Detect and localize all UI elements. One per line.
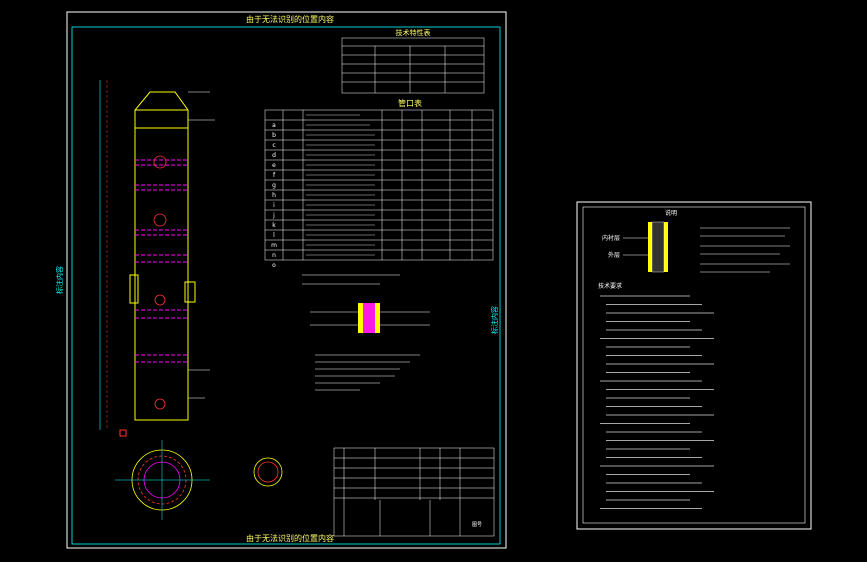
nozzle-row-label: h <box>272 192 276 199</box>
nozzle-row-label: e <box>272 162 276 169</box>
sheet2-header: 说明 <box>665 209 677 217</box>
vessel-sections <box>135 159 188 363</box>
sheet1-inner-frame <box>71 26 501 545</box>
sheet1-outer-frame <box>66 11 507 549</box>
left-vertical-label: 标注内容 <box>55 266 64 294</box>
notes-heading: 技术要求 <box>598 282 622 290</box>
nozzle-table <box>264 109 494 261</box>
nozzle-row-label: f <box>273 172 276 179</box>
title-block <box>333 447 495 537</box>
vessel-body <box>129 91 196 421</box>
nozzle-row-label: l <box>273 232 275 239</box>
sheet1-top-title: 由于无法识别的位置内容 <box>246 14 334 24</box>
nozzle-row-label: c <box>272 142 275 149</box>
right-vertical-label: 标注内容 <box>490 306 499 334</box>
callout-outer: 外层 <box>608 251 620 259</box>
nozzle-row-label: d <box>272 152 276 159</box>
design-table <box>341 37 485 94</box>
nozzle-row-label: g <box>272 182 276 189</box>
nozzle-row-label: i <box>273 202 275 209</box>
nozzle-table-text-strokes <box>306 114 375 256</box>
nozzle-row-label: m <box>271 242 277 249</box>
sheet2-inner-frame <box>582 206 806 524</box>
middle-notes <box>302 274 420 391</box>
design-table-title: 技术特性表 <box>396 28 431 37</box>
nozzle-row-label: n <box>272 252 276 259</box>
plan-view <box>115 440 283 520</box>
nozzle-row-label: a <box>272 122 276 129</box>
nozzle-table-title: 管口表 <box>398 98 422 108</box>
callout-inner: 内衬层 <box>602 234 620 242</box>
title-block-label: 图号 <box>472 522 482 528</box>
sheet2-layer-detail <box>623 221 668 273</box>
sheet2-outer-frame <box>576 201 812 530</box>
sheet2-notes-lines <box>600 295 714 509</box>
nozzle-row-label: k <box>272 222 276 229</box>
nozzle-row-label: o <box>272 262 276 269</box>
nozzle-row-label: j <box>272 212 275 219</box>
sheet1-bottom-title: 由于无法识别的位置内容 <box>246 533 334 543</box>
detail-hatch-icon <box>310 303 430 333</box>
nozzle-row-label: b <box>272 132 276 139</box>
sheet2-right-notes <box>700 227 790 273</box>
